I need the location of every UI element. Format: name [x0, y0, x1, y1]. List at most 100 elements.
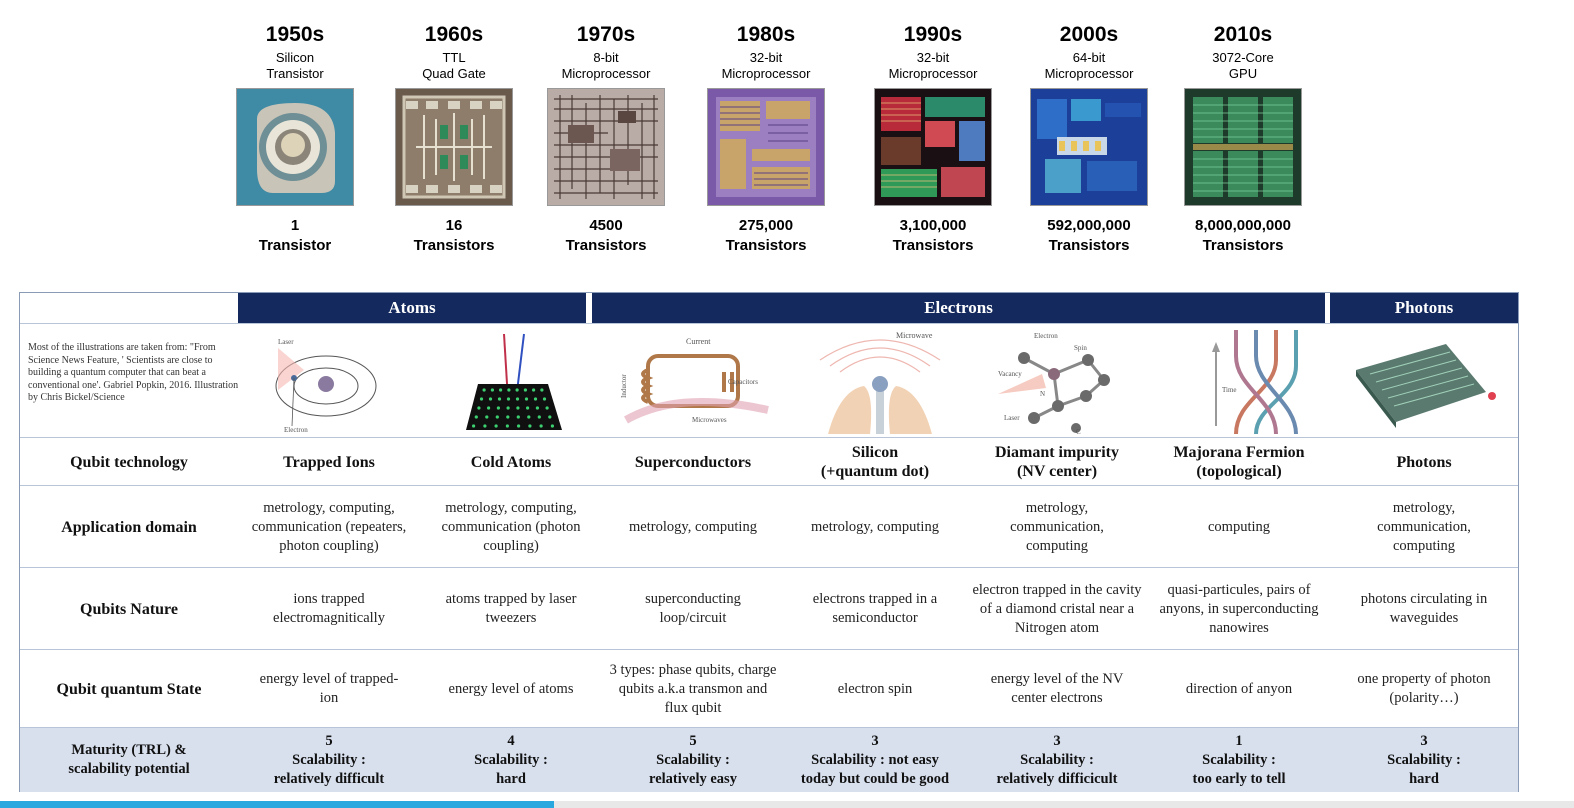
- nature-cell: atoms trapped by laser tweezers: [445, 591, 577, 626]
- application-cell: computing: [1207, 518, 1271, 535]
- source-note: Most of the illustrations are taken from…: [28, 342, 239, 403]
- maturity-cell: 4 Scalability : hard: [474, 732, 548, 787]
- tech-majorana: Majorana Fermion (topological): [1173, 444, 1305, 480]
- era-chip-name: 32-bit Microprocessor: [888, 50, 978, 81]
- era-chip-name: 32-bit Microprocessor: [721, 50, 811, 81]
- row-label: Qubit technology: [70, 453, 188, 471]
- era-year: 1970s: [576, 23, 636, 46]
- application-cell: metrology, computing, communication (rep…: [251, 499, 407, 554]
- state-cell: energy level of atoms: [448, 680, 574, 697]
- atom-dot: [539, 424, 543, 428]
- era-year: 1990s: [903, 23, 963, 46]
- atom-dot: [537, 415, 541, 419]
- atom-dot: [482, 388, 486, 392]
- maturity-cell: 1 Scalability : too early to tell: [1192, 732, 1286, 787]
- atom-dot: [506, 406, 510, 410]
- atom-dot: [515, 397, 520, 401]
- atom-dot: [496, 406, 500, 410]
- label-capacitors: Capacitors: [728, 378, 758, 386]
- atom-dot: [517, 424, 521, 428]
- atom-dot: [516, 406, 520, 410]
- row-label: Qubit quantum State: [56, 680, 202, 698]
- atom-dot: [477, 406, 481, 410]
- label-spin: Spin: [1074, 344, 1087, 352]
- label-inductor: Inductor: [620, 374, 628, 398]
- state-cell: energy level of the NV center electrons: [990, 671, 1124, 706]
- application-cell: metrology, communication, computing: [1010, 499, 1104, 554]
- label-microwaves: Microwaves: [692, 416, 727, 424]
- maturity-row: Maturity (TRL) & scalability potential 5…: [20, 727, 1518, 792]
- qubits-nature-row: Qubits Nature ions trapped electromagnit…: [20, 567, 1518, 650]
- application-domain-row: Application domain metrology, computing,…: [20, 485, 1518, 568]
- atom-dot: [533, 397, 538, 401]
- atom-dot: [515, 388, 519, 392]
- maturity-cell: 5 Scalability : relatively difficult: [273, 732, 385, 787]
- label-laser-nv: Laser: [1004, 414, 1020, 422]
- atom-dot: [516, 415, 520, 419]
- era-1990s: 1990s 32-bit Microprocessor 3,100,000 Tr…: [858, 22, 1008, 256]
- atom-dot: [483, 424, 487, 428]
- cold-atoms-illustration: [466, 333, 562, 430]
- atom-dot: [494, 424, 498, 428]
- row-label: Qubits Nature: [80, 600, 178, 618]
- superconductor-illustration: Current Inductor Capacitors Microwaves: [620, 337, 769, 424]
- application-cell: metrology, computing: [811, 518, 939, 535]
- nature-cell: quasi-particules, pairs of anyons, in su…: [1159, 581, 1319, 636]
- label-microwave: Microwave: [896, 331, 933, 340]
- era-count: 8,000,000,000: [1195, 217, 1291, 234]
- tech-superconductors: Superconductors: [634, 453, 752, 471]
- atom-dot: [550, 424, 554, 428]
- maturity-cell: 3 Scalability : not easy today but could…: [800, 732, 950, 787]
- era-1950s: 1950s Silicon Transistor 1 Transistor: [220, 22, 370, 256]
- label-current: Current: [686, 337, 711, 346]
- era-1970s: 1970s 8-bit Microprocessor 4500 Transist…: [531, 22, 681, 256]
- row-label: Maturity (TRL) & scalability potential: [68, 742, 190, 777]
- nature-cell: electrons trapped in a semiconductor: [812, 591, 938, 626]
- state-cell: direction of anyon: [1185, 680, 1293, 697]
- atom-dot: [528, 424, 532, 428]
- atom-dot: [490, 388, 494, 392]
- category-atoms: Atoms: [238, 293, 586, 323]
- 3072-core-gpu-image: [1184, 88, 1302, 206]
- atom-dot: [506, 397, 511, 401]
- state-cell: electron spin: [837, 680, 913, 697]
- nature-cell: superconducting loop/circuit: [645, 591, 741, 626]
- era-count: 3,100,000: [899, 217, 967, 234]
- qubit-quantum-state-row: Qubit quantum State energy level of trap…: [20, 649, 1518, 728]
- era-unit: Transistors: [892, 237, 974, 254]
- 8-bit-microprocessor-image: [547, 88, 665, 206]
- atom-dot: [540, 388, 544, 392]
- atom-dot: [524, 397, 529, 401]
- atom-dot: [497, 397, 502, 401]
- tech-photons: Photons: [1396, 453, 1452, 471]
- row-label: Application domain: [61, 518, 197, 536]
- category-header-row: Atoms Electrons Photons: [20, 293, 1518, 323]
- video-progress-bar[interactable]: [0, 801, 554, 808]
- label-n: N: [1040, 390, 1045, 398]
- label-electron-nv: Electron: [1034, 332, 1058, 340]
- 32-bit-microprocessor-1990s-image: [874, 88, 992, 206]
- atom-dot: [506, 415, 510, 419]
- atom-dot: [479, 397, 484, 401]
- category-electrons: Electrons: [592, 293, 1325, 323]
- era-year: 1980s: [736, 23, 796, 46]
- state-cell: one property of photon (polarity…): [1357, 671, 1491, 706]
- atom-dot: [472, 424, 476, 428]
- video-progress-track[interactable]: [554, 801, 1574, 808]
- atom-dot: [545, 406, 549, 410]
- era-chip-name: 64-bit Microprocessor: [1044, 50, 1134, 81]
- era-year: 2010s: [1213, 23, 1273, 46]
- era-chip-name: 3072-Core GPU: [1212, 50, 1274, 81]
- era-year: 2000s: [1059, 23, 1119, 46]
- atom-dot: [548, 415, 552, 419]
- era-count: 275,000: [738, 217, 794, 234]
- nature-cell: electron trapped in the cavity of a diam…: [972, 581, 1142, 636]
- qubit-comparison-table: Atoms Electrons Photons Most of the illu…: [19, 292, 1519, 792]
- label-electron: Electron: [284, 426, 308, 434]
- nature-cell: ions trapped electromagnitically: [273, 591, 385, 626]
- maturity-cell: 3 Scalability : hard: [1387, 732, 1461, 787]
- atom-dot: [542, 397, 547, 401]
- era-count: 16: [445, 217, 463, 234]
- trapped-ion-illustration: Laser Electron: [275, 338, 377, 434]
- silicon-transistor-image: [236, 88, 354, 206]
